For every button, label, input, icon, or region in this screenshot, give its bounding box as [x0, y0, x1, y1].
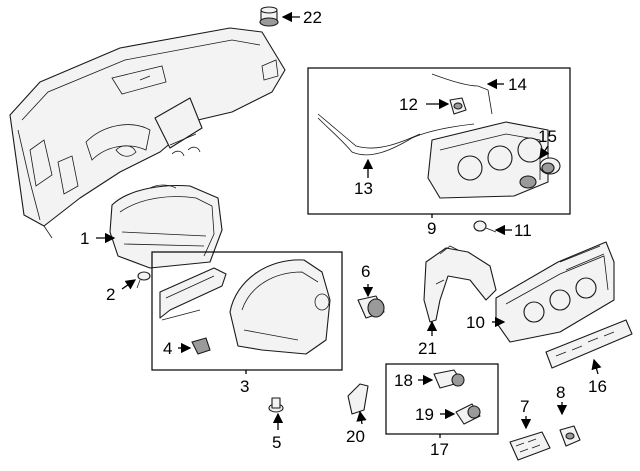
- callout-9: 9: [427, 219, 436, 238]
- callout-17: 17: [430, 440, 449, 459]
- callout-4: 4: [163, 339, 172, 358]
- callout-20: 20: [346, 427, 365, 446]
- callout-8: 8: [556, 383, 565, 402]
- callout-21: 21: [418, 339, 437, 358]
- callout-1: 1: [80, 229, 89, 248]
- part-21-bracket: 21: [418, 245, 497, 358]
- callout-11: 11: [514, 221, 532, 240]
- part-5-push-pin: 5: [268, 397, 284, 452]
- group-3-bezel: 4 3: [151, 251, 343, 396]
- part-8-switch: 8: [556, 383, 581, 447]
- callout-7: 7: [520, 397, 529, 416]
- callout-16: 16: [588, 377, 607, 396]
- part-11-screw: 11: [473, 220, 532, 240]
- part-7-switch-block: 7: [509, 397, 551, 461]
- group-9-climate-control: 12 14 13 15 9: [307, 67, 571, 238]
- part-16-switch-panel: 16: [545, 319, 633, 396]
- callout-2: 2: [106, 285, 115, 304]
- callout-6: 6: [361, 262, 370, 281]
- callout-14: 14: [508, 75, 527, 94]
- part-1-instrument-cluster: 1: [80, 184, 223, 269]
- part-22-knob: 22: [259, 6, 322, 27]
- callout-13: 13: [354, 179, 373, 198]
- callout-10: 10: [466, 313, 485, 332]
- callout-3: 3: [240, 377, 249, 396]
- callout-12: 12: [399, 95, 418, 114]
- callout-18: 18: [394, 371, 413, 390]
- group-17-accessory-sockets: 18 19 17: [385, 363, 499, 459]
- callout-22: 22: [303, 8, 322, 27]
- callout-15: 15: [538, 127, 557, 146]
- callout-5: 5: [272, 433, 281, 452]
- dashboard-panel: [9, 27, 286, 239]
- part-2-screw: 2: [106, 271, 151, 304]
- part-10-control-module: 10: [466, 241, 615, 343]
- part-6-socket: 6: [357, 262, 385, 319]
- callout-19: 19: [415, 405, 434, 424]
- part-20-cover: 20: [346, 383, 369, 446]
